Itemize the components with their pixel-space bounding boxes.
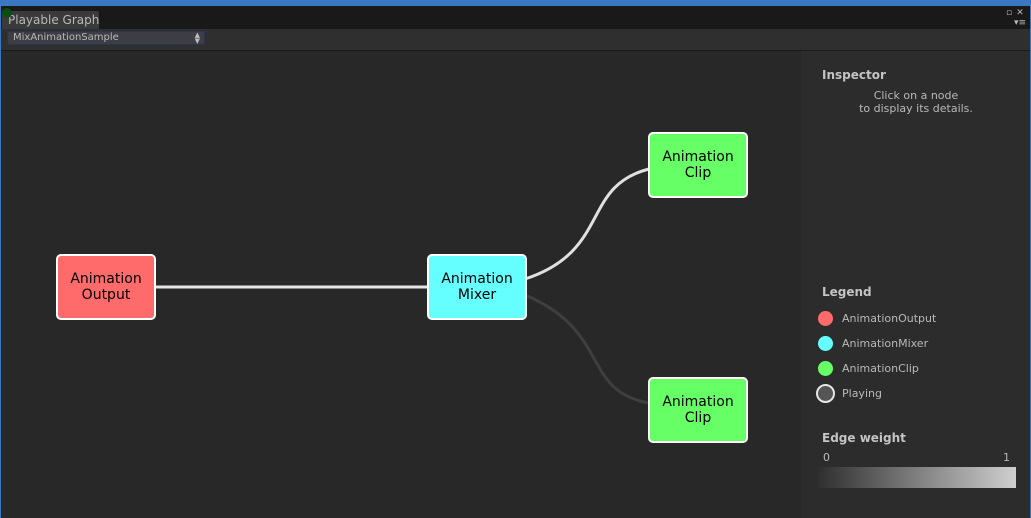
edge-weight-max: 1 <box>1003 451 1010 464</box>
legend-label: Playing <box>842 386 882 400</box>
legend-dot-icon <box>818 310 833 326</box>
legend-label: AnimationClip <box>842 361 919 375</box>
edge-mixer-clip-top <box>524 167 650 281</box>
legend-item-animation-clip: AnimationClip <box>818 359 919 377</box>
inspector-title: Inspector <box>822 68 886 82</box>
dropdown-arrows-icon: ▲▼ <box>194 31 200 45</box>
graph-selector-dropdown[interactable]: MixAnimationSample ▲▼ <box>7 31 205 45</box>
legend-item-playing: Playing <box>816 383 882 403</box>
legend-title: Legend <box>822 285 872 299</box>
close-icon[interactable]: ✕ <box>1016 8 1024 18</box>
edge-weight-title: Edge weight <box>822 431 906 445</box>
menu-icon[interactable]: ▾≡ <box>1013 18 1027 28</box>
tab-title: Playable Graph <box>8 13 99 27</box>
node-label: Animation Clip <box>662 149 734 181</box>
inspector-hint: Click on a node to display its details. <box>859 89 973 115</box>
legend-dot-icon <box>818 335 833 351</box>
inspector-panel: Inspector Click on a node to display its… <box>801 51 1030 518</box>
node-label: Animation Mixer <box>441 271 513 303</box>
title-bar: Playable Graph ▫ ✕ ▾≡ <box>1 6 1030 29</box>
toolbar: MixAnimationSample ▲▼ <box>1 29 1030 51</box>
legend-label: AnimationMixer <box>842 336 929 350</box>
graph-edges <box>155 167 650 405</box>
node-animation-clip-bottom[interactable]: Animation Clip <box>648 377 748 443</box>
playing-ring-icon <box>816 383 835 403</box>
edge-mixer-clip-bottom <box>524 293 650 405</box>
node-label: Animation Clip <box>662 394 734 426</box>
status-dot-icon <box>2 8 12 18</box>
node-animation-mixer[interactable]: Animation Mixer <box>427 254 527 320</box>
legend-item-animation-output: AnimationOutput <box>818 309 936 327</box>
maximize-icon[interactable]: ▫ <box>1005 8 1013 18</box>
window-tab[interactable]: Playable Graph <box>2 11 99 29</box>
graph-canvas[interactable]: Animation Output Animation Mixer Animati… <box>1 51 801 518</box>
node-label: Animation Output <box>70 271 142 303</box>
legend-item-animation-mixer: AnimationMixer <box>818 334 928 352</box>
graph-selector-value: MixAnimationSample <box>13 32 119 43</box>
legend-dot-icon <box>818 360 833 376</box>
node-animation-clip-top[interactable]: Animation Clip <box>648 132 748 198</box>
edge-weight-min: 0 <box>823 451 830 464</box>
legend-label: AnimationOutput <box>842 311 937 325</box>
edge-weight-gradient <box>817 467 1016 488</box>
node-animation-output[interactable]: Animation Output <box>56 254 156 320</box>
